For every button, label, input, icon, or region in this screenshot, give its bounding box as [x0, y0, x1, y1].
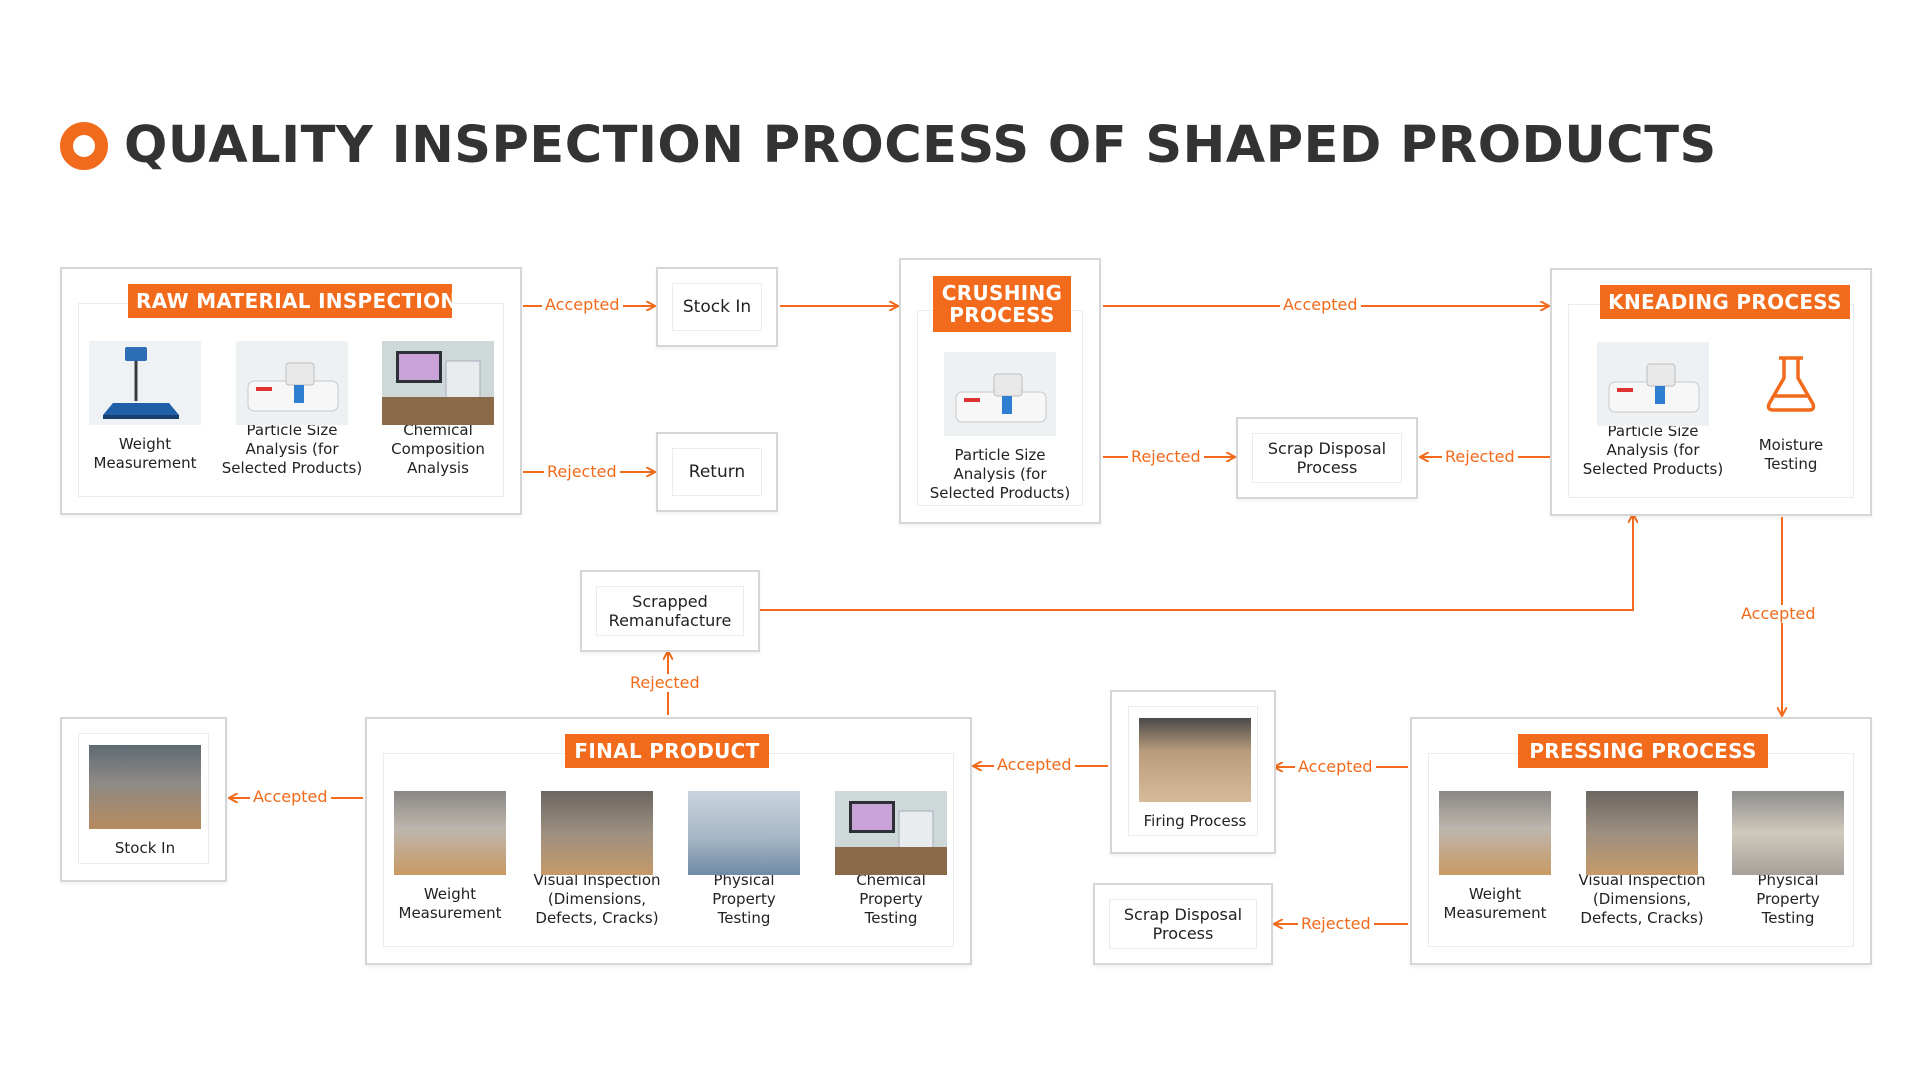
weight-photo-image: [394, 791, 506, 875]
final-item-chemical-label: Chemical Property Testing: [856, 871, 926, 927]
crushing-item-particle: Particle Size Analysis (for Selected Pro…: [925, 352, 1075, 503]
flow-label-rejected: Rejected: [1298, 915, 1374, 933]
pressing-header: PRESSING PROCESS: [1518, 734, 1768, 768]
scrapped-remanufacture-label: Scrapped Remanufacture: [608, 592, 732, 630]
visual-inspection-image: [541, 791, 653, 875]
scrap-disposal-top-box: Scrap Disposal Process: [1236, 417, 1418, 499]
flow-label-rejected: Rejected: [544, 463, 620, 481]
scrap-disposal-bottom-box: Scrap Disposal Process: [1093, 883, 1273, 965]
firing-label: Firing Process: [1143, 812, 1247, 830]
raw-item-weight-label: Weight Measurement: [93, 435, 197, 472]
firing-process-box: Firing Process: [1110, 690, 1276, 854]
flow-label-accepted: Accepted: [1280, 296, 1361, 314]
lab-computer-image: [835, 791, 947, 875]
page-title: QUALITY INSPECTION PROCESS OF SHAPED PRO…: [124, 116, 1717, 175]
kneading-item-moisture: Moisture Testing: [1716, 342, 1866, 474]
pressing-item-visual: Visual Inspection (Dimensions, Defects, …: [1567, 791, 1717, 928]
pressing-item-weight-label: Weight Measurement: [1443, 885, 1547, 922]
raw-item-particle-label: Particle Size Analysis (for Selected Pro…: [221, 421, 363, 477]
kneading-process-box: KNEADING PROCESS Particle Size Analysis …: [1550, 268, 1872, 516]
weighing-scale-image: [89, 341, 201, 425]
title-block: QUALITY INSPECTION PROCESS OF SHAPED PRO…: [60, 116, 1717, 175]
return-label: Return: [688, 461, 746, 482]
flow-label-accepted: Accepted: [1295, 758, 1376, 776]
return-box: Return: [656, 432, 778, 512]
flow-label-rejected: Rejected: [627, 674, 703, 692]
warehouse-image: [89, 745, 201, 829]
flask-icon: [1735, 342, 1847, 426]
kneading-item-particle: Particle Size Analysis (for Selected Pro…: [1578, 342, 1728, 479]
raw-item-chemical-label: Chemical Composition Analysis: [391, 421, 485, 477]
kneading-header: KNEADING PROCESS: [1600, 285, 1850, 319]
crushing-process-box: CRUSHING PROCESS Particle Size Analysis …: [899, 258, 1101, 524]
flow-label-accepted: Accepted: [1738, 605, 1819, 623]
weight-photo-image: [1439, 791, 1551, 875]
stock-in-top-label: Stock In: [682, 296, 752, 317]
visual-inspection-image: [1586, 791, 1698, 875]
flow-label-accepted: Accepted: [994, 756, 1075, 774]
physical-testing-image: [1732, 791, 1844, 875]
stock-in-bottom-label: Stock In: [114, 839, 176, 857]
physical-testing-image: [688, 791, 800, 875]
crushing-header: CRUSHING PROCESS: [933, 276, 1071, 332]
particle-analyzer-image: [236, 341, 348, 425]
firing-item: Firing Process: [1120, 718, 1270, 831]
final-item-visual: Visual Inspection (Dimensions, Defects, …: [522, 791, 672, 928]
stock-in-bottom-box: Stock In: [60, 717, 227, 882]
kneading-item-moisture-label: Moisture Testing: [1758, 436, 1824, 473]
final-item-physical-label: Physical Property Testing: [712, 871, 776, 927]
particle-analyzer-image: [944, 352, 1056, 436]
stock-in-top-box: Stock In: [656, 267, 778, 347]
final-item-chemical: Chemical Property Testing: [816, 791, 966, 928]
kiln-bricks-image: [1139, 718, 1251, 802]
final-item-weight-label: Weight Measurement: [398, 885, 502, 922]
final-item-visual-label: Visual Inspection (Dimensions, Defects, …: [533, 871, 661, 927]
pressing-item-physical-label: Physical Property Testing: [1756, 871, 1820, 927]
arrow-reman-to-kneading: [760, 515, 1633, 611]
scrapped-remanufacture-box: Scrapped Remanufacture: [580, 570, 760, 652]
final-product-header: FINAL PRODUCT: [565, 734, 769, 768]
flow-label-accepted: Accepted: [250, 788, 331, 806]
scrap-disposal-bottom-label: Scrap Disposal Process: [1123, 905, 1243, 943]
final-item-weight: Weight Measurement: [375, 791, 525, 923]
particle-analyzer-image: [1597, 342, 1709, 426]
raw-item-particle: Particle Size Analysis (for Selected Pro…: [217, 341, 367, 478]
stock-in-bottom-item: Stock In: [70, 745, 220, 858]
lab-computer-image: [382, 341, 494, 425]
raw-material-header: RAW MATERIAL INSPECTION: [128, 284, 457, 318]
pressing-item-visual-label: Visual Inspection (Dimensions, Defects, …: [1578, 871, 1706, 927]
pressing-item-weight: Weight Measurement: [1420, 791, 1570, 923]
final-item-physical: Physical Property Testing: [669, 791, 819, 928]
raw-material-inspection-box: RAW MATERIAL INSPECTION Weight Measureme…: [60, 267, 522, 515]
flow-label-rejected: Rejected: [1442, 448, 1518, 466]
kneading-item-particle-label: Particle Size Analysis (for Selected Pro…: [1582, 422, 1724, 478]
raw-item-chemical: Chemical Composition Analysis: [363, 341, 513, 478]
raw-item-weight: Weight Measurement: [70, 341, 220, 473]
pressing-process-box: PRESSING PROCESS Weight Measurement Visu…: [1410, 717, 1872, 965]
flow-label-rejected: Rejected: [1128, 448, 1204, 466]
title-circle-icon: [60, 121, 108, 170]
final-product-box: FINAL PRODUCT Weight Measurement Visual …: [365, 717, 972, 965]
flow-label-accepted: Accepted: [542, 296, 623, 314]
pressing-item-physical: Physical Property Testing: [1713, 791, 1863, 928]
scrap-disposal-top-label: Scrap Disposal Process: [1267, 439, 1387, 477]
crushing-item-particle-label: Particle Size Analysis (for Selected Pro…: [929, 446, 1071, 502]
